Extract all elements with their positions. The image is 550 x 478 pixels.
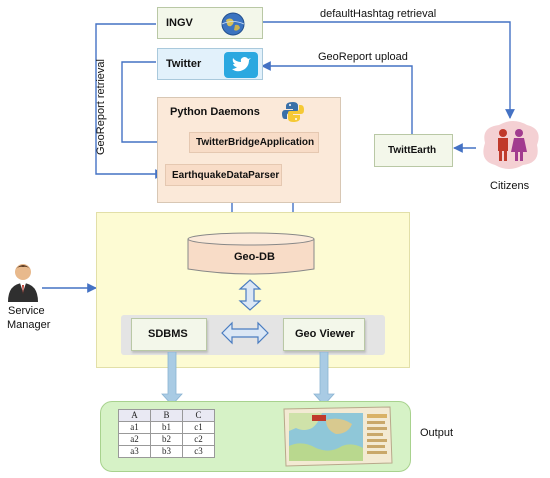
citizens-label: Citizens	[490, 180, 530, 192]
geo-db-label: Geo-DB	[234, 251, 275, 263]
table-header-cell: C	[182, 409, 215, 422]
table-cell: c2	[182, 433, 215, 446]
twitter-node: Twitter	[157, 48, 263, 80]
sdbms-label: SDBMS	[148, 328, 188, 340]
edge-georeport-upload	[261, 61, 413, 134]
table-cell: b1	[150, 421, 183, 434]
table-cell: b2	[150, 433, 183, 446]
table-cell: c1	[182, 421, 215, 434]
earthquake-parser-node: EarthquakeDataParser	[165, 164, 282, 186]
table-row: a3 b3 c3	[118, 445, 215, 458]
table-header-cell: B	[150, 409, 183, 422]
output-table: A B C a1 b1 c1 a2 b2 c2 a3 b3 c3	[118, 409, 215, 458]
ingv-node: INGV	[157, 7, 263, 39]
georeport-retrieval-label: GeoReport retrieval	[95, 59, 107, 155]
table-header-cell: A	[118, 409, 151, 422]
edge-georeport-retrieval	[121, 61, 189, 147]
citizens-couple-icon	[483, 121, 539, 169]
geo-viewer-node: Geo Viewer	[283, 318, 365, 351]
geo-viewer-output-arrow	[313, 352, 335, 406]
twittearth-node: TwittEarth	[374, 134, 453, 167]
edge-default-hashtag	[262, 21, 515, 119]
sdbms-node: SDBMS	[131, 318, 207, 351]
default-hashtag-label: defaultHashtag retrieval	[320, 8, 437, 20]
bidirectional-arrow-vertical-icon	[238, 279, 262, 311]
twitter-bridge-node: TwitterBridgeApplication	[189, 132, 319, 153]
geo-viewer-label: Geo Viewer	[295, 328, 355, 340]
map-thumbnail-icon	[283, 406, 393, 467]
table-row: a1 b1 c1	[118, 421, 215, 434]
ingv-label: INGV	[166, 17, 193, 29]
service-manager-label-line1: Service	[8, 305, 45, 317]
python-daemons-label: Python Daemons	[170, 106, 260, 118]
table-cell: b3	[150, 445, 183, 458]
sdbms-output-arrow	[161, 352, 183, 406]
table-cell: a1	[118, 421, 151, 434]
bidirectional-arrow-horizontal-icon	[221, 321, 269, 345]
twitter-label: Twitter	[166, 58, 202, 70]
table-cell: a2	[118, 433, 151, 446]
service-manager-person-icon	[8, 264, 38, 302]
table-row: a2 b2 c2	[118, 433, 215, 446]
twitter-bird-icon	[224, 52, 258, 78]
georeport-upload-label: GeoReport upload	[318, 51, 408, 63]
edge-ingv-parser	[95, 23, 165, 179]
service-manager-label-line2: Manager	[7, 319, 51, 331]
table-cell: a3	[118, 445, 151, 458]
globe-icon	[221, 12, 245, 36]
earthquake-parser-label: EarthquakeDataParser	[172, 170, 280, 181]
table-cell: c3	[182, 445, 215, 458]
table-header-row: A B C	[118, 409, 215, 422]
twitter-bridge-label: TwitterBridgeApplication	[196, 137, 315, 148]
python-logo-icon	[282, 102, 304, 122]
twittearth-label: TwittEarth	[388, 145, 437, 156]
output-label: Output	[420, 427, 454, 439]
geo-db-cylinder	[187, 232, 315, 275]
